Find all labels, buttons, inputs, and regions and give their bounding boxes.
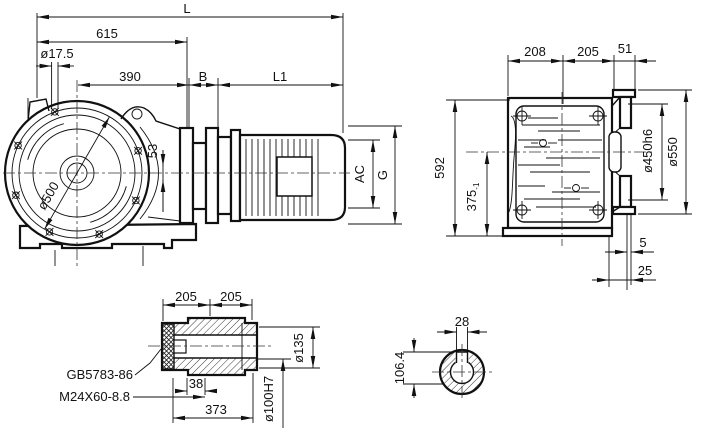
- shaft-detail-view: 205 205 ø135 38 373 ø100H7 GB5783-86: [59, 289, 320, 428]
- side-view: L 615 ø17.5 390 B L1 53: [3, 1, 402, 267]
- dim-label-205-rear: 205: [577, 44, 599, 59]
- mounting-holes: [513, 107, 607, 219]
- section-hatch: [440, 350, 485, 394]
- dim-label-dia100H7: ø100H7: [261, 376, 276, 422]
- output-flange-profile: [608, 88, 637, 290]
- housing-lug: [120, 106, 181, 130]
- dim-label-51: 51: [618, 41, 632, 56]
- dim-label-B: B: [199, 69, 208, 84]
- oil-plugs: [531, 139, 589, 192]
- dim-label-615: 615: [96, 26, 118, 41]
- rear-view-dimensions: 208 205 51 592 375-1 ø450h6 ø550 5: [432, 41, 692, 283]
- motor-adapter: [178, 126, 242, 225]
- shaft-wall-hatch: [174, 318, 257, 335]
- housing-panel: [515, 105, 605, 223]
- motor: [238, 133, 347, 222]
- dim-label-25: 25: [638, 263, 652, 278]
- motor-terminal-box: [276, 156, 313, 197]
- housing-outline: [506, 96, 614, 230]
- dim-label-373: 373: [205, 402, 227, 417]
- dim-label-dia17-5: ø17.5: [40, 46, 73, 61]
- dim-label-28: 28: [455, 314, 469, 329]
- dim-label-5: 5: [639, 235, 646, 250]
- note-bolt-standard: GB5783-86: [67, 367, 134, 382]
- dim-label-G: G: [375, 170, 390, 180]
- dim-label-dia450h6: ø450h6: [640, 129, 655, 173]
- dim-label-208: 208: [524, 44, 546, 59]
- side-view-dimensions: L 615 ø17.5 390 B L1 53: [34, 1, 402, 230]
- shaft-wall-hatch: [174, 358, 257, 375]
- dim-label-AC: AC: [352, 165, 367, 183]
- dim-label-205-right: 205: [220, 289, 242, 304]
- housing-base-plate: [501, 226, 614, 238]
- housing-lug: [27, 98, 50, 122]
- housing-edge: [147, 216, 181, 222]
- dim-label-375: 375-1: [464, 182, 481, 211]
- leader-line: [134, 348, 162, 376]
- section-view-dimensions: 28 106.4: [392, 314, 487, 398]
- lug-hole: [131, 108, 143, 120]
- dim-label-L: L: [183, 1, 190, 16]
- rear-view: 208 205 51 592 375-1 ø450h6 ø550 5: [432, 41, 692, 290]
- shaft-section-view: 28 106.4: [392, 314, 492, 400]
- dim-label-38: 38: [189, 376, 203, 391]
- end-washer: [161, 323, 175, 370]
- dim-label-53: 53: [145, 144, 160, 158]
- dim-label-L1: L1: [273, 69, 287, 84]
- dim-label-205-left: 205: [175, 289, 197, 304]
- keyway-mask: [455, 351, 469, 363]
- dim-label-dia550: ø550: [665, 137, 680, 167]
- dim-label-592: 592: [432, 157, 447, 179]
- shaft-outline: [160, 316, 259, 377]
- housing-ribs: [518, 117, 602, 208]
- housing-edge-profile: [508, 115, 516, 213]
- retaining-bolt: [173, 339, 187, 354]
- note-bolt-spec: M24X60-8.8: [59, 389, 130, 404]
- dim-label-106-4: 106.4: [392, 352, 407, 385]
- motor-fins: [245, 139, 319, 216]
- dim-label-390: 390: [119, 69, 141, 84]
- dim-label-dia135: ø135: [291, 333, 306, 363]
- shaft-view-dimensions: 205 205 ø135 38 373 ø100H7 GB5783-86: [59, 289, 320, 428]
